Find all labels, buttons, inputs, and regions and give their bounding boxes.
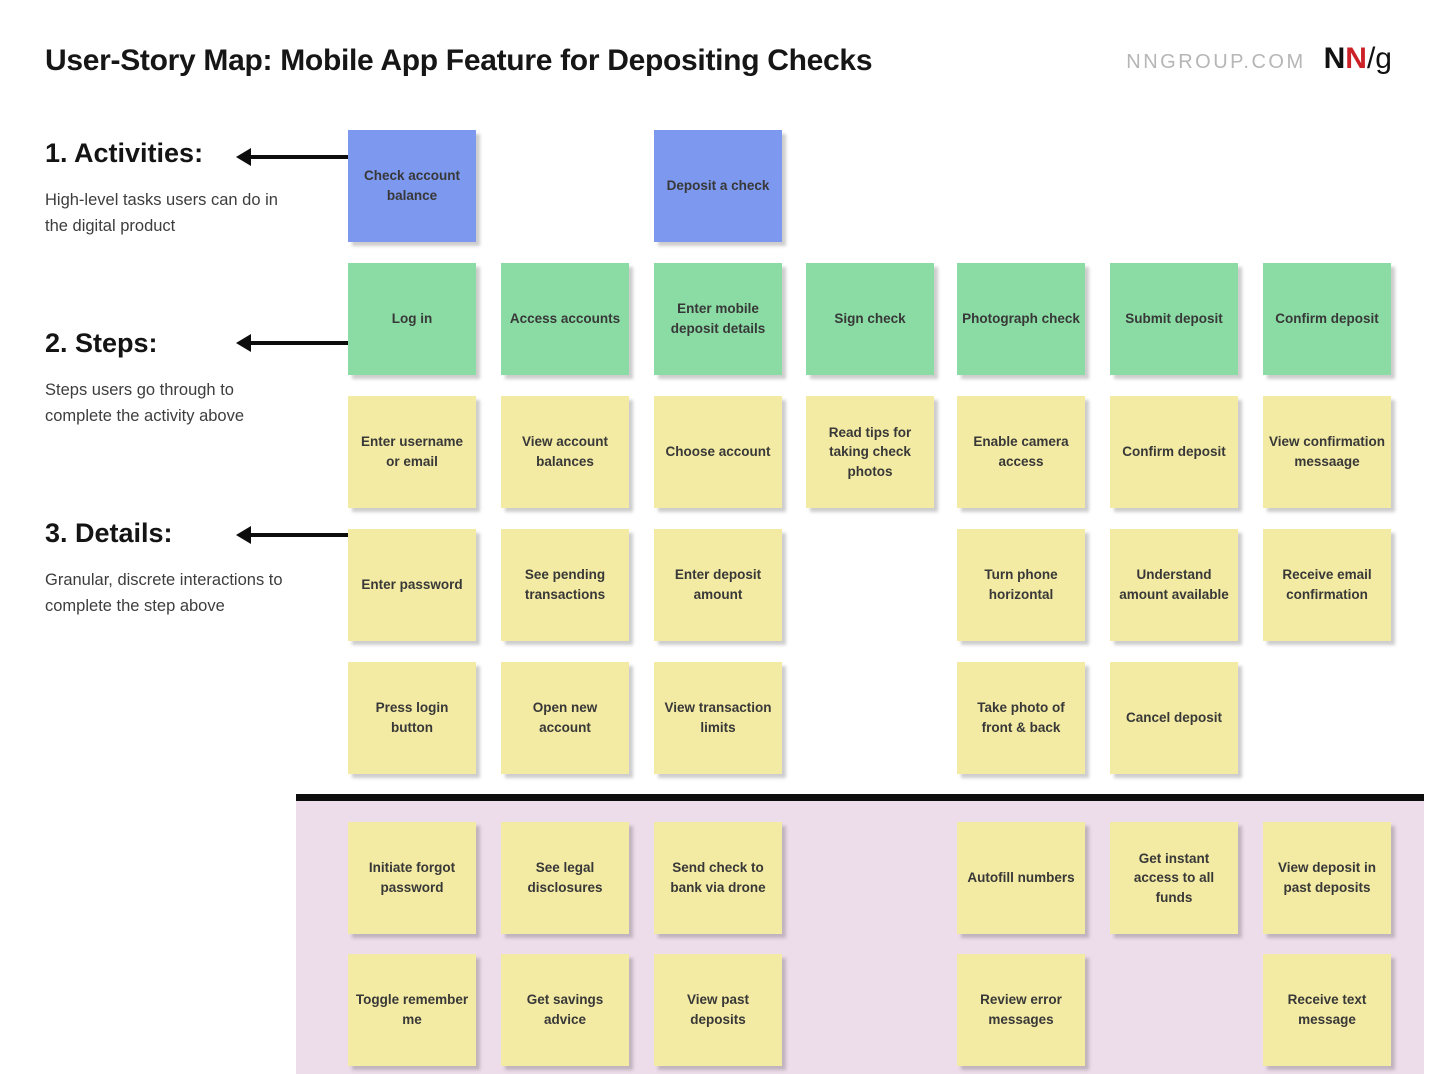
sticky-note-label: View confirmation messaage <box>1268 434 1386 469</box>
sticky-note-detail: Receive text message <box>1263 954 1391 1066</box>
logo-letter-n-red: N <box>1345 42 1367 75</box>
sticky-note-label: Sign check <box>834 311 906 327</box>
left-arrow-icon <box>236 148 348 166</box>
sticky-note-detail: Review error messages <box>957 954 1085 1066</box>
legend-steps: 2. Steps: Steps users go through to comp… <box>45 328 305 429</box>
left-arrow-icon <box>236 526 348 544</box>
sticky-note-label: Initiate forgot password <box>368 860 456 895</box>
sticky-note-detail: Enable camera access <box>957 396 1085 508</box>
sticky-note-detail: Open new account <box>501 662 629 774</box>
sticky-note-detail: Read tips for taking check photos <box>806 396 934 508</box>
sticky-note-step: Enter mobile deposit details <box>654 263 782 375</box>
sticky-note-activity: Check account balance <box>348 130 476 242</box>
sticky-note-label: View past deposits <box>686 992 750 1027</box>
sticky-note-label: See pending transactions <box>524 567 606 602</box>
sticky-note-label: Enter deposit amount <box>674 567 762 602</box>
legend-activities: 1. Activities: High-level tasks users ca… <box>45 138 305 239</box>
sticky-note-label: Open new account <box>532 700 598 735</box>
sticky-note-detail: Enter deposit amount <box>654 529 782 641</box>
sticky-note-step: Confirm deposit <box>1263 263 1391 375</box>
sticky-note-label: Get instant access to all funds <box>1133 850 1215 905</box>
sticky-note-detail: See pending transactions <box>501 529 629 641</box>
sticky-note-detail: View transaction limits <box>654 662 782 774</box>
release-divider-line <box>296 794 1424 801</box>
sticky-note-detail: View account balances <box>501 396 629 508</box>
sticky-note-label: See legal disclosures <box>527 860 603 895</box>
sticky-note-label: Submit deposit <box>1125 311 1223 327</box>
sticky-note-label: Review error messages <box>980 992 1062 1027</box>
sticky-note-step: Submit deposit <box>1110 263 1238 375</box>
sticky-note-activity: Deposit a check <box>654 130 782 242</box>
nngroup-url-text: NNGROUP.COM <box>1126 51 1306 73</box>
sticky-note-step: Sign check <box>806 263 934 375</box>
sticky-note-detail: Enter username or email <box>348 396 476 508</box>
sticky-note-label: Toggle remember me <box>355 992 469 1027</box>
sticky-note-detail: Toggle remember me <box>348 954 476 1066</box>
sticky-note-label: Enter mobile deposit details <box>670 301 766 336</box>
sticky-note-label: Send check to bank via drone <box>670 860 766 895</box>
sticky-note-detail: View confirmation messaage <box>1263 396 1391 508</box>
sticky-note-detail: Initiate forgot password <box>348 822 476 934</box>
sticky-note-label: Understand amount available <box>1119 567 1229 602</box>
brand-header: NNGROUP.COM NN/g <box>1126 42 1392 76</box>
sticky-note-label: Get savings advice <box>526 992 604 1027</box>
sticky-note-detail: Get instant access to all funds <box>1110 822 1238 934</box>
sticky-note-label: Enable camera access <box>973 434 1069 469</box>
legend-details-heading: 3. Details: <box>45 518 173 548</box>
sticky-note-detail: Press login button <box>348 662 476 774</box>
legend-activities-description: High-level tasks users can do in the dig… <box>45 191 278 235</box>
page-title: User-Story Map: Mobile App Feature for D… <box>45 44 873 77</box>
sticky-note-detail: Autofill numbers <box>957 822 1085 934</box>
sticky-note-label: Log in <box>391 311 433 327</box>
sticky-note-label: Receive email confirmation <box>1282 567 1372 602</box>
sticky-note-label: Turn phone horizontal <box>984 567 1058 602</box>
sticky-note-detail: Enter password <box>348 529 476 641</box>
sticky-note-detail: Receive email confirmation <box>1263 529 1391 641</box>
legend-details: 3. Details: Granular, discrete interacti… <box>45 518 305 619</box>
legend-details-description: Granular, discrete interactions to compl… <box>45 571 283 615</box>
legend-steps-description: Steps users go through to complete the a… <box>45 381 245 425</box>
sticky-note-label: Confirm deposit <box>1122 444 1226 460</box>
sticky-note-detail: Cancel deposit <box>1110 662 1238 774</box>
sticky-note-label: Deposit a check <box>666 178 770 194</box>
sticky-note-detail: View past deposits <box>654 954 782 1066</box>
sticky-note-step: Log in <box>348 263 476 375</box>
sticky-note-label: Access accounts <box>509 311 621 327</box>
sticky-note-label: Confirm deposit <box>1275 311 1379 327</box>
sticky-note-label: Read tips for taking check photos <box>828 424 912 479</box>
left-arrow-icon <box>236 334 348 352</box>
sticky-note-detail: Take photo of front & back <box>957 662 1085 774</box>
sticky-note-detail: View deposit in past deposits <box>1263 822 1391 934</box>
sticky-note-label: Enter username or email <box>360 434 464 469</box>
sticky-note-detail: Turn phone horizontal <box>957 529 1085 641</box>
sticky-note-step: Photograph check <box>957 263 1085 375</box>
logo-slash-g: /g <box>1366 42 1392 75</box>
sticky-note-detail: Get savings advice <box>501 954 629 1066</box>
sticky-note-detail: Choose account <box>654 396 782 508</box>
sticky-note-label: Autofill numbers <box>967 870 1075 886</box>
logo-letter-n-black: N <box>1323 42 1346 75</box>
legend-steps-heading: 2. Steps: <box>45 328 158 358</box>
sticky-note-label: Cancel deposit <box>1125 710 1223 726</box>
sticky-note-label: View deposit in past deposits <box>1277 860 1377 895</box>
sticky-note-label: Enter password <box>361 577 463 593</box>
sticky-note-label: Photograph check <box>962 311 1080 327</box>
sticky-note-label: Take photo of front & back <box>977 700 1065 735</box>
sticky-note-label: Receive text message <box>1287 992 1367 1027</box>
sticky-note-step: Access accounts <box>501 263 629 375</box>
sticky-note-detail: Confirm deposit <box>1110 396 1238 508</box>
sticky-note-label: View account balances <box>521 434 609 469</box>
sticky-note-detail: Send check to bank via drone <box>654 822 782 934</box>
nng-logo: NN/g <box>1324 42 1392 76</box>
sticky-note-label: Press login button <box>375 700 449 735</box>
sticky-note-label: Choose account <box>665 444 771 460</box>
sticky-note-label: Check account balance <box>363 168 461 203</box>
sticky-note-detail: Understand amount available <box>1110 529 1238 641</box>
legend-activities-heading: 1. Activities: <box>45 138 204 168</box>
sticky-note-label: View transaction limits <box>664 700 772 735</box>
sticky-note-detail: See legal disclosures <box>501 822 629 934</box>
